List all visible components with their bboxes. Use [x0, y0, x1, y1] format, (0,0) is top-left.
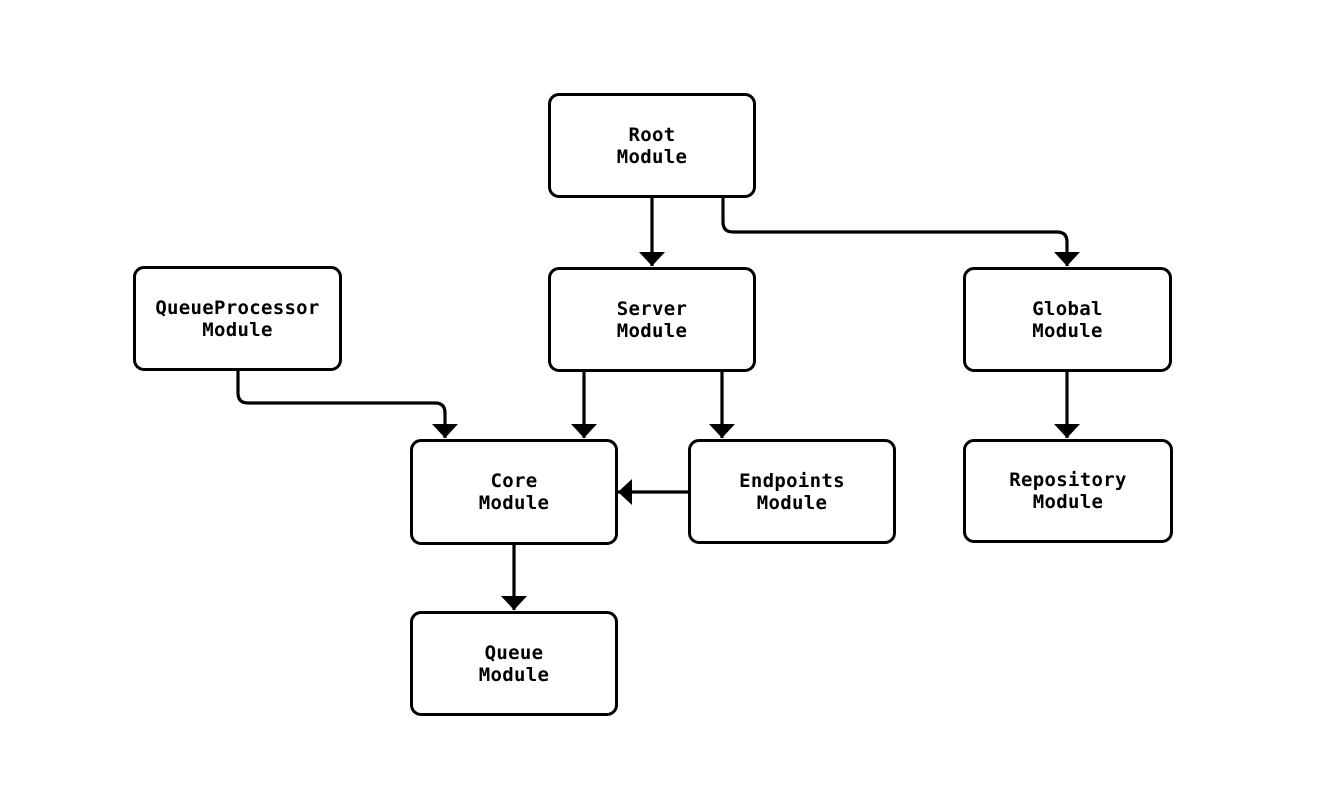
arrowhead-core-to-queue: [501, 596, 527, 610]
arrowhead-global-to-repository: [1054, 424, 1080, 438]
node-label-line: Module: [202, 318, 273, 341]
node-label-line: Server: [616, 297, 688, 320]
node-label-line: Endpoints: [739, 469, 845, 492]
node-label-line: Core: [490, 470, 538, 492]
node-label-line: Queue: [484, 641, 544, 664]
node-label-line: Module: [756, 491, 828, 514]
node-label-line: Module: [616, 319, 688, 342]
node-label-line: Root: [628, 123, 676, 146]
arrowhead-queueprocessor-to-core: [432, 424, 458, 438]
node-label-line: Repository: [1009, 469, 1127, 491]
node-label-line: QueueProcessor: [155, 296, 320, 319]
node-label-line: Module: [478, 663, 550, 686]
node-label-line: Module: [478, 492, 550, 514]
arrowhead-root-to-global: [1054, 252, 1080, 266]
node-label-line: Module: [616, 145, 688, 168]
edge-queueprocessor-to-core: [236, 371, 447, 438]
node-label-line: Module: [1032, 319, 1103, 342]
arrowhead-server-to-endpoints: [709, 424, 735, 438]
node-label-line: Module: [1032, 491, 1104, 513]
arrowhead-endpoints-to-core: [618, 479, 632, 505]
edge-root-to-global: [721, 198, 1069, 266]
node-label-line: Global: [1032, 297, 1103, 320]
arrowhead-root-to-server: [639, 252, 665, 266]
arrowhead-server-to-core: [571, 424, 597, 438]
